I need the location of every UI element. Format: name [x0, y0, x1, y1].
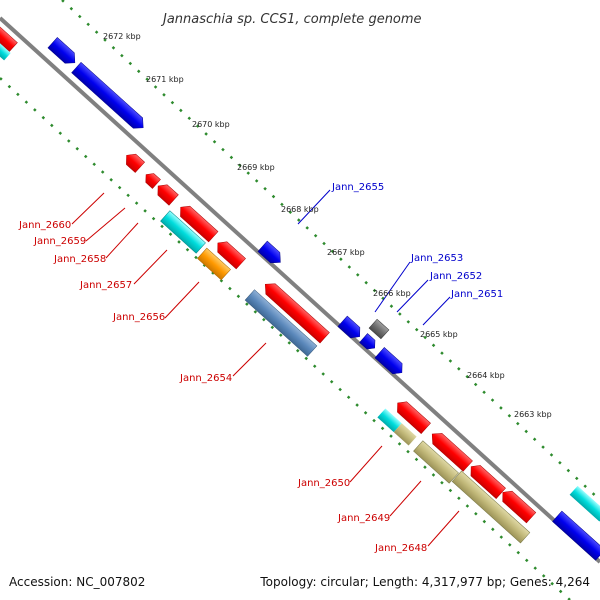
- leader-jann-2653: [374, 261, 411, 313]
- gene-label-jann-2659: Jann_2659: [33, 236, 86, 247]
- tick-label-2666: 2666 kbp: [373, 289, 411, 298]
- gene-label-jann-2651: Jann_2651: [450, 289, 503, 300]
- gene-label-jann-2658: Jann_2658: [53, 254, 106, 265]
- gene-block-jann-2652: [368, 318, 390, 340]
- gene-label-jann-2654: Jann_2654: [179, 373, 232, 384]
- gene-arrow-blue-edge: [552, 510, 600, 561]
- leader-jann-2658: [105, 222, 139, 259]
- topology-text: Topology: circular; Length: 4,317,977 bp…: [259, 575, 590, 589]
- leader-jann-2656: [164, 281, 200, 319]
- tick-label-2665: 2665 kbp: [420, 330, 458, 339]
- tick-label-2671: 2671 kbp: [146, 75, 184, 84]
- tick-track-inner: [0, 77, 571, 600]
- leader-jann-2660: [71, 192, 105, 225]
- gene-label-jann-2655: Jann_2655: [331, 182, 384, 193]
- leader-jann-2650: [349, 445, 383, 483]
- leader-jann-2655: [297, 189, 331, 225]
- gene-label-jann-2650: Jann_2650: [297, 478, 350, 489]
- tick-label-2663: 2663 kbp: [514, 410, 552, 419]
- gene-arrow-red-g: [502, 490, 537, 524]
- gene-arrow-red-b: [217, 241, 246, 270]
- tick-label-2669: 2669 kbp: [237, 163, 275, 172]
- tick-label-2668: 2668 kbp: [281, 205, 319, 214]
- gene-arrow-jann-2660: [126, 153, 145, 173]
- map-title: Jannaschia sp. CCS1, complete genome: [160, 12, 422, 27]
- gene-block-jann-2654: [244, 289, 318, 357]
- leader-jann-2657: [133, 249, 168, 285]
- leader-jann-2659: [85, 207, 126, 242]
- gene-arrow-jann-2651: [374, 347, 403, 375]
- gene-label-jann-2652: Jann_2652: [429, 271, 482, 282]
- gene-arrow-jann-2658: [157, 184, 179, 206]
- gene-label-jann-2657: Jann_2657: [79, 280, 132, 291]
- leader-jann-2648: [427, 510, 460, 547]
- gene-arrow-red-f: [470, 465, 506, 499]
- gene-arrow-blue-1: [47, 37, 76, 64]
- tick-label-2672: 2672 kbp: [103, 32, 141, 41]
- gene-arrow-red-e: [431, 433, 473, 472]
- tick-label-2670: 2670 kbp: [192, 120, 230, 129]
- gene-arrow-red-d: [397, 401, 431, 434]
- leader-jann-2649: [389, 480, 422, 517]
- accession-text: Accession: NC_007802: [9, 575, 145, 589]
- gene-block-partial-cyan: [0, 34, 11, 61]
- gene-arrow-blue-small: [359, 333, 376, 350]
- gene-block-partial-red: [0, 16, 18, 52]
- leader-jann-2651: [422, 296, 451, 326]
- tick-label-2664: 2664 kbp: [467, 371, 505, 380]
- gene-label-jann-2648: Jann_2648: [374, 543, 427, 554]
- gene-block-jann-2648: [451, 470, 531, 544]
- gene-label-jann-2649: Jann_2649: [337, 513, 390, 524]
- gene-block-cyan-edge: [569, 485, 600, 522]
- gene-arrow-jann-2653: [337, 315, 361, 339]
- genome-backbone: [0, 16, 600, 564]
- gene-block-jann-2657: [160, 210, 206, 254]
- leader-jann-2652: [396, 279, 429, 313]
- leader-jann-2654: [232, 342, 267, 377]
- gene-label-jann-2656: Jann_2656: [112, 312, 165, 323]
- gene-block-jann-2650: [377, 408, 417, 446]
- tick-label-2667: 2667 kbp: [327, 248, 365, 257]
- gene-arrow-red-c: [265, 283, 330, 344]
- gene-arrow-red-a: [180, 205, 219, 243]
- gene-arrow-jann-2659: [145, 173, 161, 189]
- gene-arrow-jann-2655: [257, 240, 281, 264]
- gene-label-jann-2653: Jann_2653: [410, 253, 463, 264]
- gene-block-jann-2649: [413, 440, 459, 484]
- gene-label-jann-2660: Jann_2660: [18, 220, 71, 231]
- gene-arrow-blue-2: [71, 62, 144, 129]
- gene-block-jann-2656: [197, 247, 231, 281]
